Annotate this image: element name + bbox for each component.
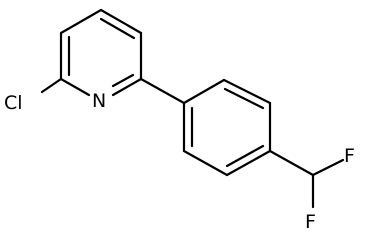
double-bond-c4-c5 <box>99 17 136 40</box>
chlorine-atom-label: Cl <box>4 92 23 114</box>
bond-c3-c4 <box>59 8 103 35</box>
bond-n-c6 <box>111 77 143 97</box>
fluorine-atom-label-1: F <box>344 145 355 167</box>
benzene-ring <box>182 78 272 177</box>
nitrogen-atom-label: N <box>92 90 106 112</box>
double-bond-n-c6 <box>111 73 135 88</box>
fluorine-atom-label-2: F <box>305 211 316 233</box>
double-bond-c4p-c5p <box>225 144 265 168</box>
bond-c-f1 <box>311 158 345 177</box>
bond-c2-cl <box>40 77 63 94</box>
bond-c6-c1prime <box>139 77 186 105</box>
bond-c4p-c5p <box>225 149 272 177</box>
pyridine-ring <box>59 8 143 97</box>
bond-c5p-c6p <box>182 149 229 177</box>
bond-c2-n <box>59 77 91 97</box>
bond-c4-c5 <box>99 8 143 35</box>
bond-c4p-chf2 <box>268 149 315 177</box>
bond-c1p-c2p <box>182 78 226 105</box>
bond-c2p-c3p <box>222 78 272 105</box>
double-bond-c2p-c3p <box>223 87 265 110</box>
